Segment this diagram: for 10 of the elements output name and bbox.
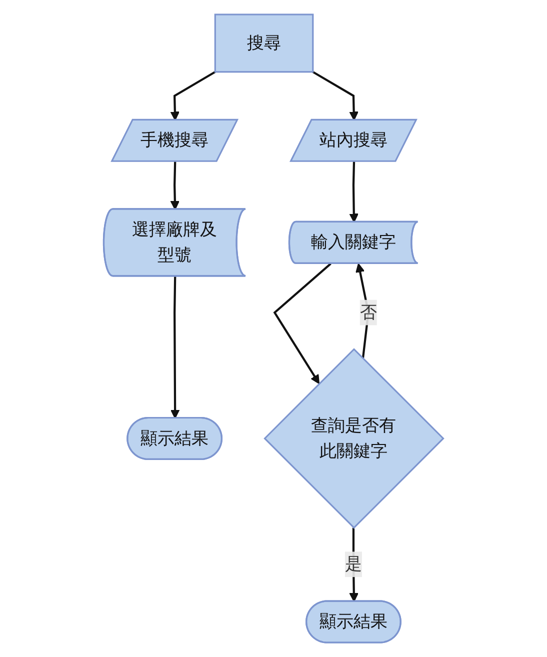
node-diamond: 查詢是否有此關鍵字 [264, 348, 444, 529]
arrow [170, 162, 180, 210]
node-box: 搜尋 [214, 14, 314, 73]
arrow [273, 262, 332, 384]
arrow [170, 70, 216, 121]
edge-label: 是 [344, 554, 362, 574]
arrow [170, 276, 180, 419]
arrow [349, 162, 359, 223]
arrow [312, 70, 358, 121]
edge-label: 否 [360, 302, 377, 322]
